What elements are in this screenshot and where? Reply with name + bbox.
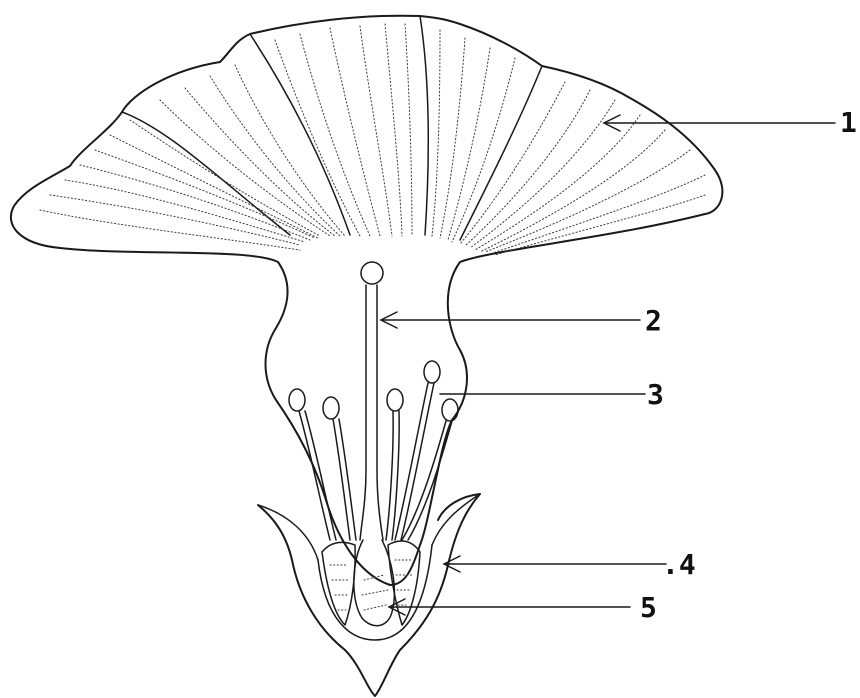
anther: [442, 399, 458, 421]
pointer-2: [381, 312, 640, 328]
calyx: [258, 494, 480, 696]
petal-division-left: [122, 112, 290, 235]
pointer-1: [604, 115, 835, 131]
pistil: [360, 262, 383, 540]
sepal-outer-outline: [258, 494, 480, 696]
pointer-5: [389, 599, 630, 615]
nectary-stipple: [330, 560, 412, 610]
anther: [424, 361, 440, 383]
ovary-stipple: [362, 575, 388, 610]
filament: [386, 411, 393, 540]
petal-division-right: [460, 66, 542, 240]
part-labels: 1 2 3 .4 5: [640, 106, 857, 624]
petal-division-center-right: [420, 16, 428, 235]
stamen: [395, 361, 440, 540]
style-right: [377, 285, 383, 540]
filament: [395, 383, 428, 540]
anther: [387, 389, 403, 411]
stamens: [289, 361, 458, 540]
style-left: [360, 285, 366, 540]
nectary-left: [322, 542, 355, 625]
petal-veins: [40, 24, 705, 255]
stigma: [361, 262, 383, 284]
pointer-4: [444, 556, 666, 572]
stamen: [289, 389, 336, 540]
stamen: [323, 397, 356, 540]
label-4: .4: [662, 548, 696, 581]
ovary-region: [322, 540, 420, 626]
filament: [299, 411, 330, 540]
label-1: 1: [840, 106, 857, 139]
label-5: 5: [640, 591, 657, 624]
anther: [289, 389, 305, 411]
label-2: 2: [645, 304, 662, 337]
label-3: 3: [647, 378, 664, 411]
anther: [323, 397, 339, 419]
leader-lines: [381, 115, 835, 615]
